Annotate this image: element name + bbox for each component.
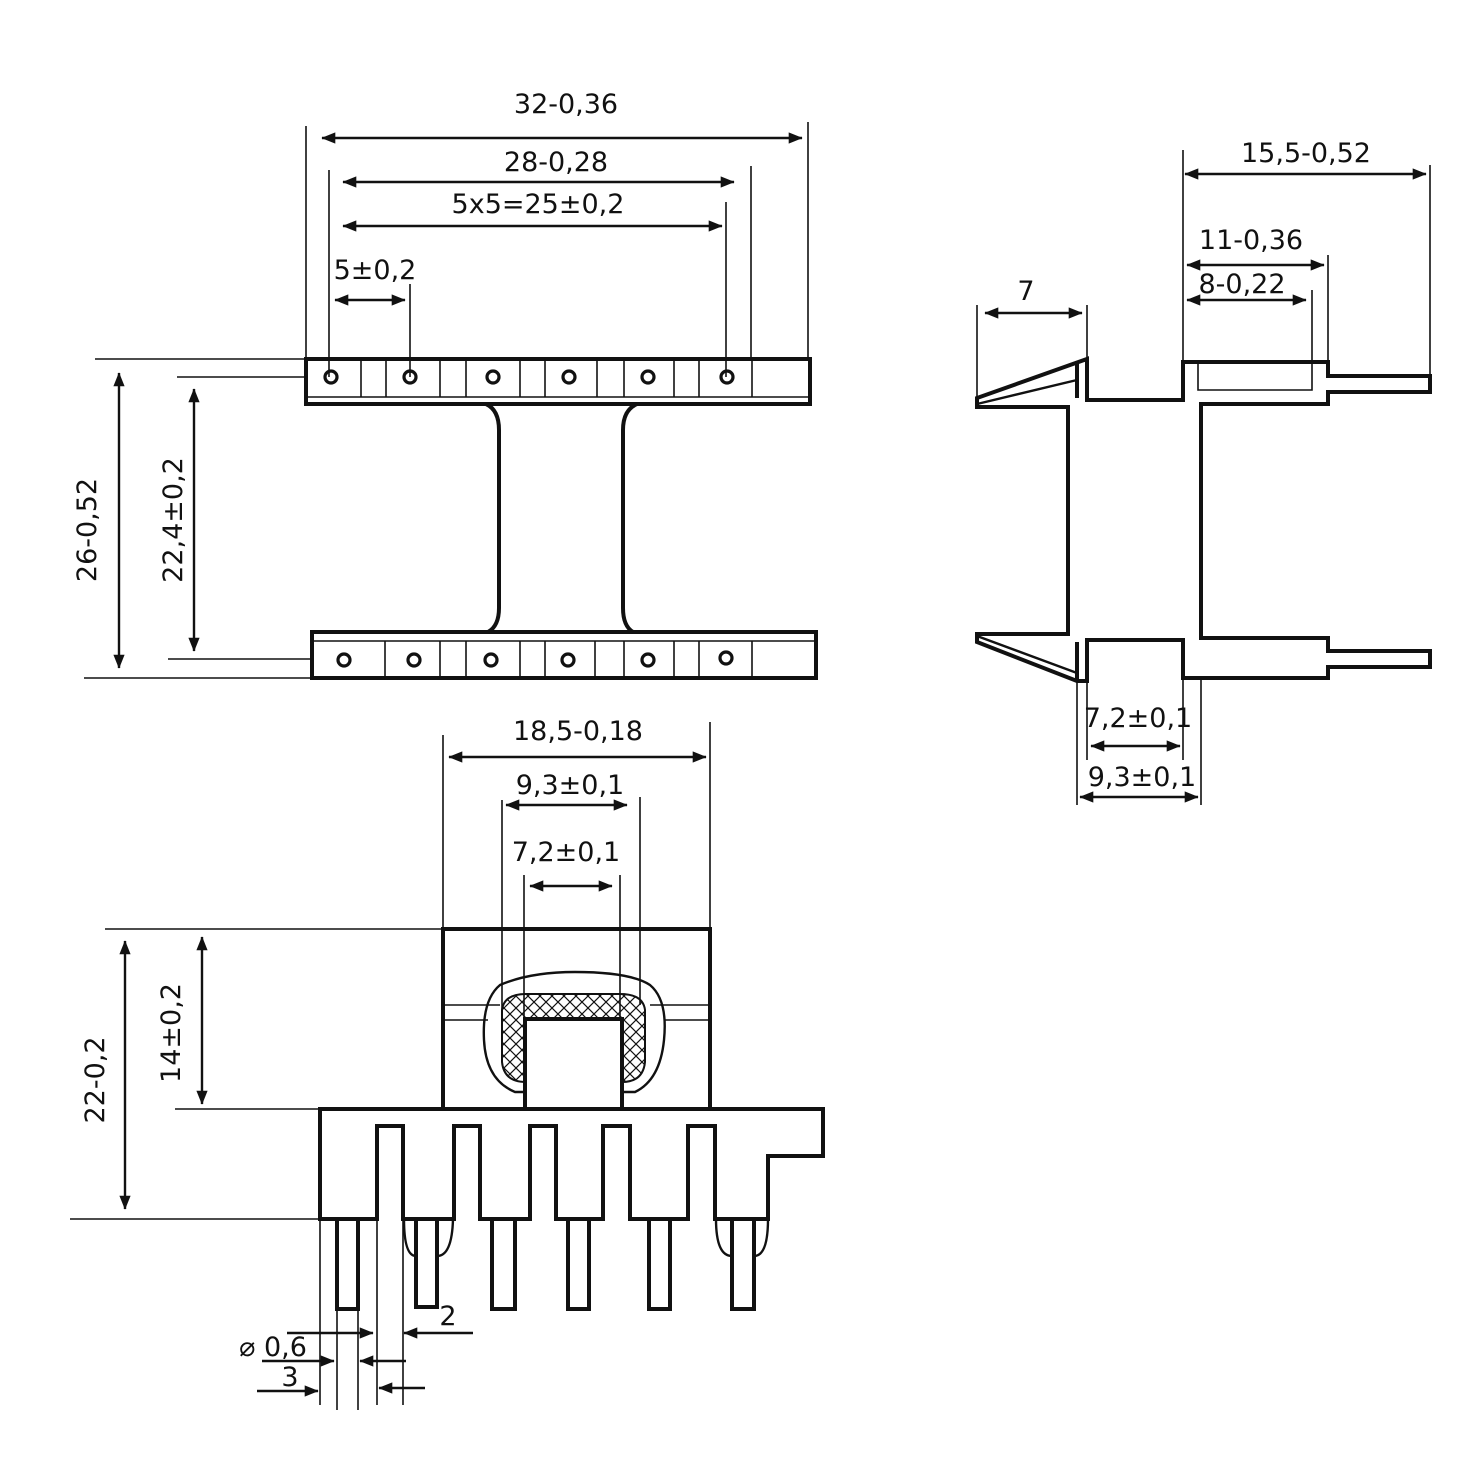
dim-flange-b: 8-0,22 [1198, 269, 1285, 300]
front-base-comb [318, 1107, 825, 1221]
dim-pin-pitch: 5±0,2 [334, 255, 417, 286]
top-rail-pin-holes [323, 369, 735, 385]
front-view-dimension-lines [119, 751, 707, 1210]
front-view-extension-lines [70, 722, 711, 1410]
dim-slot-outer: 9,3±0,1 [1088, 762, 1197, 793]
top-view-extension-lines [84, 122, 809, 679]
side-view-dimension-lines [984, 168, 1427, 803]
dim-core-outer: 9,3±0,1 [516, 770, 625, 801]
dim-body-height: 14±0,2 [156, 983, 187, 1083]
dim-flange-a: 11-0,36 [1199, 225, 1303, 256]
dim-body-width: 18,5-0,18 [513, 716, 643, 747]
dim-pin-row-span: 28-0,28 [504, 147, 608, 178]
side-body-outline [975, 356, 1432, 683]
dim-pin-pitch-total: 5x5=25±0,2 [452, 189, 625, 220]
dim-pin-gap: 2 [439, 1301, 456, 1332]
solder-fillet-left [402, 1218, 455, 1258]
top-view-dimension-lines [113, 132, 803, 669]
solder-fillet-right [714, 1218, 770, 1258]
dim-pin-row-distance: 22,4±0,2 [158, 457, 189, 583]
bottom-rail-dividers [384, 641, 753, 678]
pin-detail-leaders [257, 1327, 473, 1397]
dim-core-inner: 7,2±0,1 [512, 837, 621, 868]
core-wall-right [621, 402, 638, 634]
dim-overall-width: 32-0,36 [514, 89, 618, 120]
top-rail-dividers [360, 359, 753, 397]
latch-top-bevel [976, 378, 1078, 406]
core-wall-left [485, 402, 501, 634]
front-view: 18,5-0,18 9,3±0,1 7,2±0,1 22-0,2 14±0,2 … [70, 716, 825, 1410]
bottom-rail [310, 630, 818, 680]
terminal-pins [335, 1217, 756, 1311]
flange-recess [1197, 362, 1313, 391]
latch-bottom-bevel [976, 634, 1078, 675]
bottom-rail-pin-holes [336, 650, 734, 668]
side-view: 15,5-0,52 11-0,36 8-0,22 7 7,2±0,1 9,3±0… [975, 138, 1432, 805]
side-view-extension-lines [976, 150, 1431, 805]
dim-pin-offset: 3 [281, 1362, 298, 1393]
top-rail [304, 357, 812, 406]
core-centre-leg [523, 1017, 624, 1111]
top-view: 32-0,36 28-0,28 5x5=25±0,2 5±0,2 26-0,52… [72, 89, 818, 680]
winding-outline [482, 970, 666, 1094]
dim-overall-depth: 26-0,52 [72, 478, 103, 582]
dim-slot-inner: 7,2±0,1 [1084, 703, 1193, 734]
dim-pin-diameter: ⌀ 0,6 [239, 1332, 307, 1363]
dim-latch-length: 7 [1017, 276, 1034, 307]
dim-overall-length: 15,5-0,52 [1241, 138, 1371, 169]
dim-overall-height: 22-0,2 [80, 1036, 111, 1123]
